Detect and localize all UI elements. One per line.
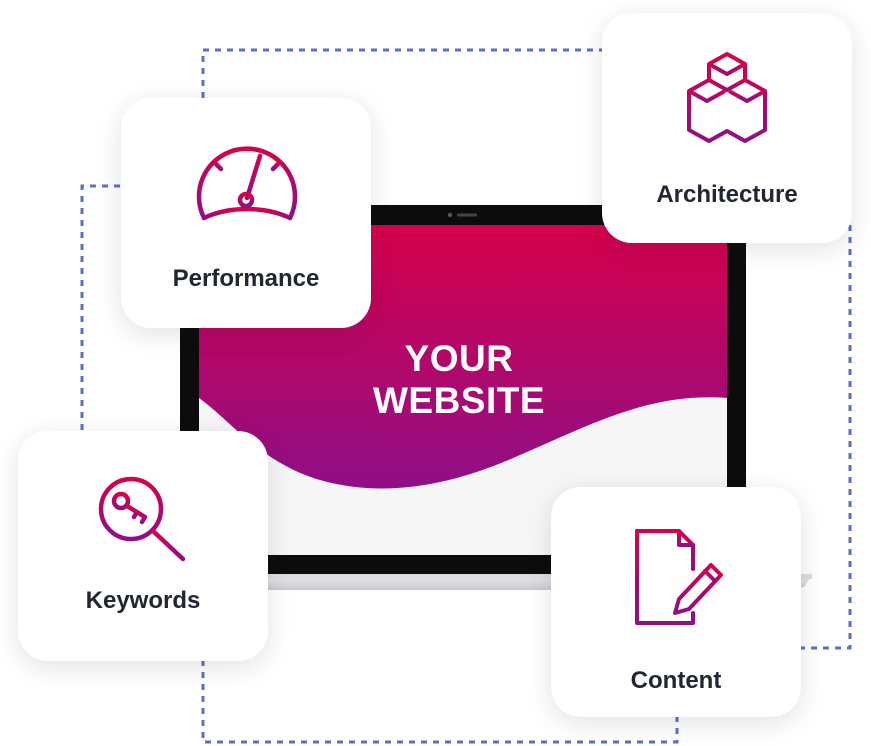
document-edit-icon [635,529,723,625]
laptop-camera [447,212,453,218]
performance-card[interactable]: Performance [121,98,371,328]
architecture-card[interactable]: Architecture [602,13,852,243]
cubes-icon [687,52,767,143]
screen-headline: YOUR WEBSITE [330,338,588,422]
keywords-card[interactable]: Keywords [18,431,268,661]
speedometer-icon [196,143,298,221]
keywords-label: Keywords [85,587,201,614]
content-card[interactable]: Content [551,487,801,717]
content-label: Content [630,667,722,694]
headline-line2: WEBSITE [372,380,546,421]
headline-line1: YOUR [404,338,514,379]
key-search-icon [98,476,186,562]
architecture-label: Architecture [656,181,798,208]
performance-label: Performance [172,265,320,292]
